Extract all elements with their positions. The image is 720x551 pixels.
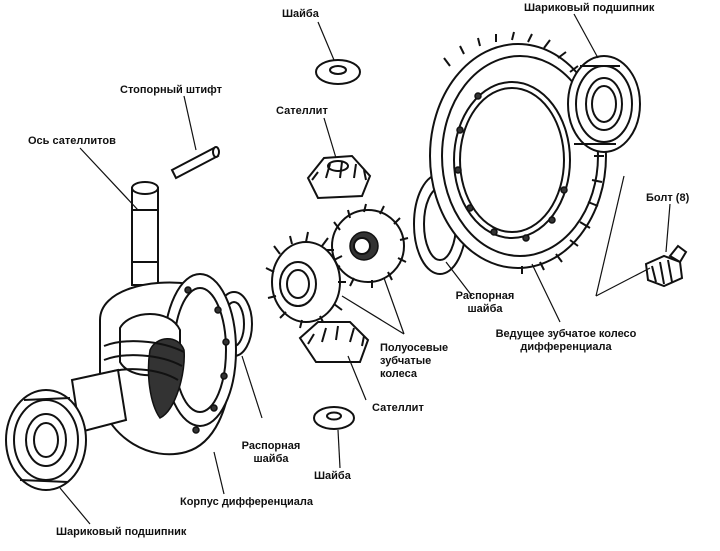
label-washer-bottom: Шайба (314, 470, 351, 482)
label-spacer-washer-right: Распорная шайба (446, 290, 524, 316)
satellite-top-part (306, 154, 372, 200)
washer-top-part (315, 59, 361, 85)
label-satellite-bottom: Сателлит (372, 402, 424, 414)
label-drive-gear-line2: дифференциала (520, 341, 612, 353)
drive-ring-gear-part (429, 31, 607, 274)
label-side-gears-line3: колеса (380, 368, 417, 380)
label-spacer-washer-left-line2: шайба (253, 453, 289, 465)
label-satellite-axis: Ось сателлитов (28, 135, 116, 147)
label-ball-bearing-bottom: Шариковый подшипник (56, 526, 187, 538)
label-washer-top: Шайба (282, 8, 319, 20)
label-spacer-washer-left: Распорная шайба (232, 440, 310, 466)
ball-bearing-top-part (567, 55, 641, 153)
label-side-gears-line2: зубчатые (380, 355, 432, 367)
satellite-bottom-part (298, 321, 370, 363)
label-diff-housing: Корпус дифференциала (180, 496, 314, 508)
label-side-gears: Полуосевые зубчатые колеса (380, 342, 448, 381)
leader-lines (59, 13, 671, 525)
label-drive-gear-line1: Ведущее зубчатое колесо (495, 328, 637, 340)
label-ball-bearing-top: Шариковый подшипник (524, 2, 655, 14)
side-gear-left-part (265, 231, 346, 329)
satellite-axis-part (131, 181, 159, 286)
diff-housing-part (70, 273, 237, 456)
ball-bearing-bottom-part (5, 389, 87, 491)
bolt-part (644, 244, 688, 288)
side-gear-right-part (326, 203, 409, 288)
label-side-gears-line1: Полуосевые (380, 342, 449, 354)
label-drive-gear: Ведущее зубчатое колесо дифференциала (486, 328, 646, 354)
label-satellite-top: Сателлит (276, 105, 328, 117)
lock-pin-part (170, 146, 220, 180)
label-lock-pin: Стопорный штифт (120, 84, 223, 96)
label-spacer-washer-right-line2: шайба (467, 303, 503, 315)
label-spacer-washer-left-line1: Распорная (241, 440, 301, 452)
label-spacer-washer-right-line1: Распорная (455, 290, 515, 302)
washer-bottom-part (313, 406, 355, 430)
label-bolt: Болт (8) (646, 192, 690, 204)
